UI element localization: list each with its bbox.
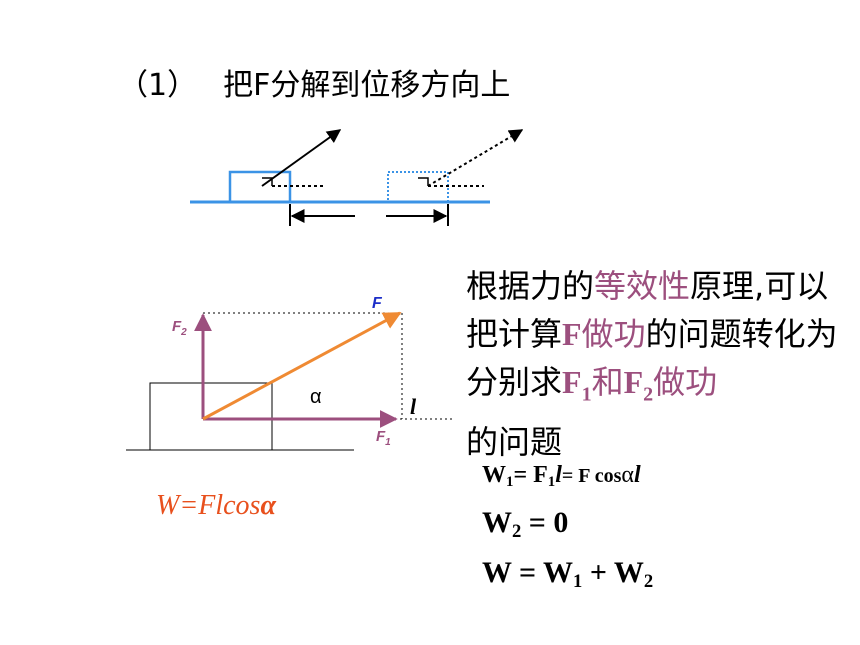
block-2 [149, 382, 273, 451]
para-highlight-F2-sub: 2 [643, 383, 654, 406]
label-F1: F1 [376, 428, 391, 448]
explanation-paragraph: 根据力的等效性原理,可以把计算F做功的问题转化为分别求F1和F2做功的问题 [466, 262, 846, 466]
para-highlight-work: 做功 [581, 315, 646, 353]
label-l: l [410, 394, 417, 419]
formula-W2: W2 = 0 [482, 506, 569, 543]
section-heading: （1） 把F分解到位移方向上 [118, 60, 510, 104]
heading-number: （1） [118, 68, 198, 103]
para-highlight-F1: F [562, 364, 582, 400]
heading-text: 把F分解到位移方向上 [223, 68, 511, 103]
para-highlight-and: 和 [591, 363, 624, 401]
force-arrow-final [427, 129, 524, 187]
work-formula-alpha: α [260, 490, 276, 521]
para-text-1: 根据力的 [466, 267, 595, 305]
force-arrow-initial [261, 129, 342, 187]
label-F2: F2 [172, 318, 187, 338]
para-text-2: 原理,可以把计算 [466, 267, 829, 353]
formula-W1: W1= F1l= F cosαl [482, 462, 641, 491]
para-highlight-F: F [562, 316, 582, 352]
vector-F [202, 311, 402, 421]
para-text-4: 的问题 [466, 423, 563, 462]
work-formula: W=Flcosα [156, 490, 276, 522]
label-alpha: α [310, 386, 322, 408]
block-final [387, 171, 449, 203]
work-formula-main: W=Flcos [156, 490, 261, 521]
para-highlight-work-2: 做功 [653, 363, 718, 401]
label-F: F [372, 295, 383, 312]
para-highlight-equivalence: 等效性 [594, 267, 691, 305]
corner-mark-final [418, 177, 429, 186]
formula-W-total: W = W1 + W2 [482, 556, 654, 593]
para-text-3: 的问题转化为分别求 [466, 315, 838, 401]
para-highlight-F1-sub: 1 [581, 383, 592, 406]
para-highlight-F2: F [623, 364, 644, 400]
